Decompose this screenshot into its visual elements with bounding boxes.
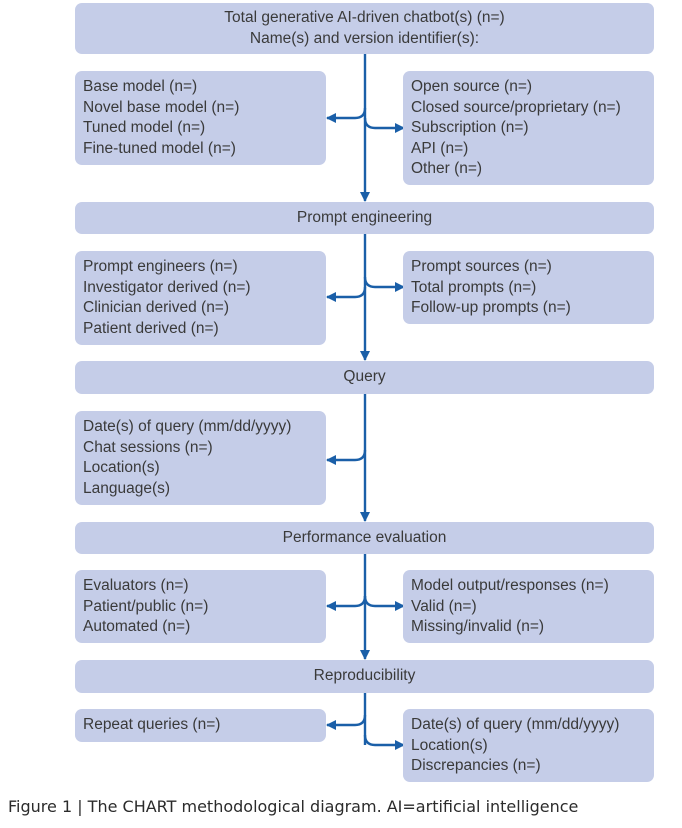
branch-right-4 [363,595,405,611]
list-item: Evaluators (n=) [83,577,189,594]
list-item: Location(s) [83,459,160,476]
branch-right-5 [363,734,405,750]
query-title: Query [343,368,386,386]
reproducibility-right-box: Date(s) of query (mm/dd/yyyy) Location(s… [403,709,654,782]
model-type-item: Tuned model (n=) [83,119,206,136]
model-type-item: Base model (n=) [83,78,198,95]
access-types-box: Open source (n=) Closed source/proprieta… [403,71,654,185]
list-item: Missing/invalid (n=) [411,618,545,635]
list-item: Chat sessions (n=) [83,438,213,456]
list-item: Language(s) [83,479,171,497]
performance-evaluation-header: Performance evaluation [75,522,654,554]
list-item: Date(s) of query (mm/dd/yyyy) [83,418,292,435]
prompt-engineering-right-box: Prompt sources (n=) Total prompts (n=) F… [403,251,654,324]
list-item: Patient/public (n=) [83,597,209,615]
list-item: Prompt engineers (n=) [83,258,238,275]
branch-left-4 [326,595,367,611]
prompt-engineering-left-box: Prompt engineers (n=) Investigator deriv… [75,251,326,345]
query-header: Query [75,361,654,394]
branch-right-2 [363,276,405,292]
reproducibility-left-box: Repeat queries (n=) [75,709,326,742]
list-item: Automated (n=) [83,618,191,635]
branch-left-2 [326,286,367,302]
list-item: Prompt sources (n=) [411,258,552,275]
access-type-item: Open source (n=) [411,78,533,95]
branch-left-1 [326,107,367,123]
reproducibility-header: Reproducibility [75,660,654,693]
branch-left-5 [326,714,367,730]
list-item: Date(s) of query (mm/dd/yyyy) [411,716,620,733]
model-type-item: Novel base model (n=) [83,98,240,116]
header-line-2: Name(s) and version identifier(s): [249,29,480,47]
model-type-item: Fine-tuned model (n=) [83,139,236,157]
list-item: Clinician derived (n=) [83,299,230,316]
list-item: Location(s) [411,736,488,754]
list-item: Investigator derived (n=) [83,278,251,296]
performance-evaluation-title: Performance evaluation [282,528,447,546]
list-item: Valid (n=) [411,597,477,615]
access-type-item: Subscription (n=) [411,119,529,136]
header-box: Total generative AI-driven chatbot(s) (n… [75,3,654,54]
access-type-item: Other (n=) [411,160,483,177]
list-item: Total prompts (n=) [411,278,537,296]
header-line-1: Total generative AI-driven chatbot(s) (n… [224,9,505,26]
list-item: Patient derived (n=) [83,319,219,337]
branch-left-3 [326,449,367,465]
list-item: Repeat queries (n=) [83,716,221,733]
model-types-box: Base model (n=) Novel base model (n=) Tu… [75,71,326,165]
list-item: Follow-up prompts (n=) [411,299,571,316]
prompt-engineering-header: Prompt engineering [75,202,654,234]
list-item: Discrepancies (n=) [411,757,541,774]
performance-evaluation-left-box: Evaluators (n=) Patient/public (n=) Auto… [75,570,326,643]
access-type-item: API (n=) [411,139,469,157]
query-left-box: Date(s) of query (mm/dd/yyyy) Chat sessi… [75,411,326,505]
reproducibility-title: Reproducibility [313,667,416,685]
access-type-item: Closed source/proprietary (n=) [411,98,621,116]
branch-right-1 [363,117,405,133]
performance-evaluation-right-box: Model output/responses (n=) Valid (n=) M… [403,570,654,643]
figure-caption: Figure 1 | The CHART methodological diag… [8,797,579,816]
prompt-engineering-title: Prompt engineering [296,208,433,226]
list-item: Model output/responses (n=) [411,577,609,594]
